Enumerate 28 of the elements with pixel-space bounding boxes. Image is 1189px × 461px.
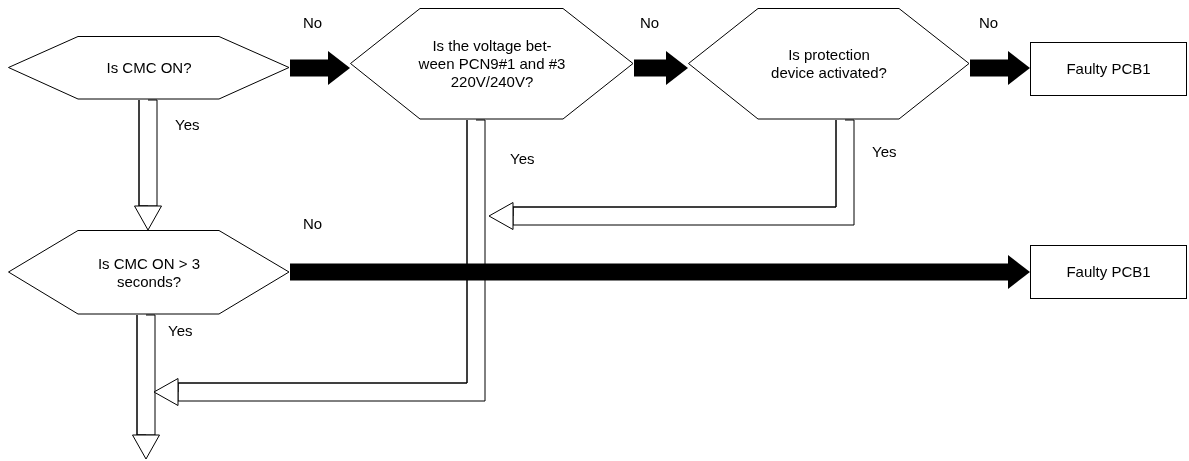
edge-label: Yes (872, 143, 897, 160)
solid-arrow (290, 255, 1030, 289)
solid-arrow (970, 51, 1030, 85)
edge-label: No (303, 14, 323, 31)
solid-arrow (634, 51, 688, 85)
result-text: Faulty PCB1 (1065, 60, 1152, 78)
decision-hexagon (688, 8, 970, 120)
question-text: Is the voltage bet- ween PCN9#1 and #3 220V/240V? (417, 37, 567, 91)
edge-label: No (640, 14, 660, 31)
hollow-arrow (488, 119, 855, 230)
edge-label: Yes (175, 116, 200, 133)
decision-hexagon (8, 36, 290, 100)
hollow-arrow (153, 119, 486, 406)
question-text: Is CMC ON? (105, 59, 193, 77)
decision-hexagon (8, 230, 290, 315)
edge-label: Yes (168, 322, 193, 339)
result-text: Faulty PCB1 (1065, 263, 1152, 281)
process-box (1030, 42, 1187, 96)
solid-arrow (290, 51, 350, 85)
question-text: Is CMC ON > 3 seconds? (96, 254, 202, 291)
edge-label: No (979, 14, 999, 31)
edge-label: Yes (510, 150, 535, 167)
hollow-arrow (134, 99, 162, 231)
process-box (1030, 245, 1187, 299)
hollow-arrow (132, 314, 160, 460)
decision-hexagon (350, 8, 634, 120)
question-text: Is protection device activated? (770, 46, 888, 82)
edge-label: No (303, 215, 323, 232)
